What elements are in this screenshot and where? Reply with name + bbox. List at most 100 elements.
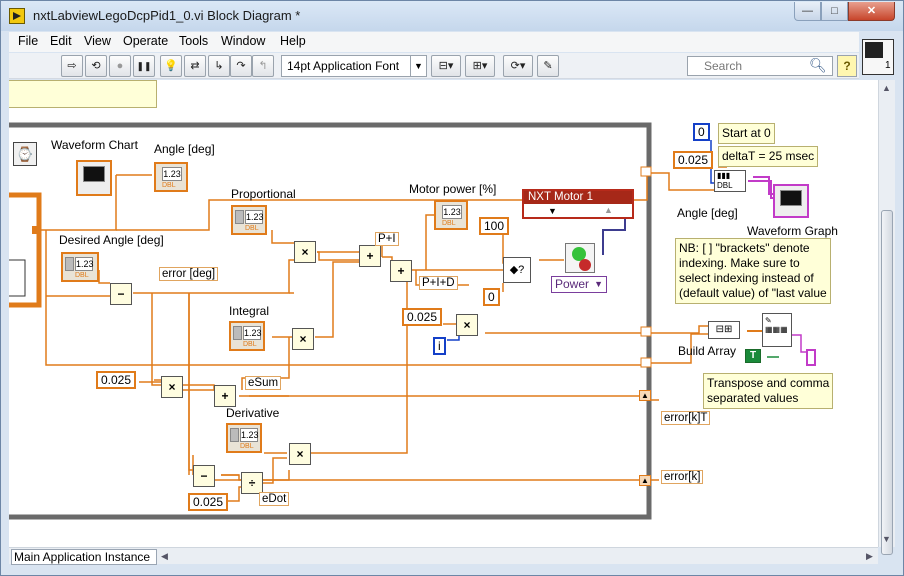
desired-angle-label: Desired Angle [deg] <box>59 233 164 247</box>
add-node-esum[interactable]: + <box>214 385 236 407</box>
step-over-button[interactable]: ↷ <box>230 55 252 77</box>
constant-dt-integral[interactable]: 0.025 <box>96 371 137 389</box>
waveform-chart-terminal[interactable] <box>76 160 112 196</box>
numeric-display: 1.23 <box>162 167 182 181</box>
menu-help[interactable]: Help <box>280 34 306 48</box>
vertical-scrollbar[interactable]: ▲ ▼ <box>878 80 895 555</box>
menu-file[interactable]: File <box>18 34 39 48</box>
font-selector-value: 14pt Application Font <box>287 59 400 73</box>
run-button[interactable]: ⇨ <box>61 55 83 77</box>
esum-wire-label: eSum <box>245 376 282 390</box>
motor-power-indicator-terminal[interactable]: 1.23 DBL <box>434 200 468 230</box>
constant-start[interactable]: 0 <box>693 123 710 141</box>
numeric-type: DBL <box>162 182 176 189</box>
nxt-motor-vi-icon[interactable] <box>565 243 595 273</box>
menu-operate[interactable]: Operate <box>123 34 169 48</box>
boolean-true-constant[interactable]: T <box>745 349 761 363</box>
application-instance-label: Main Application Instance <box>11 549 157 565</box>
angle-indicator-terminal[interactable]: 1.23 DBL <box>154 162 188 192</box>
numeric-type: DBL <box>243 341 257 348</box>
numeric-display: 1.23 <box>243 326 262 340</box>
vi-icon <box>865 42 883 58</box>
shift-register-right-1[interactable]: ▲ <box>639 390 651 401</box>
write-spreadsheet-file-icon[interactable]: ✎▦▦▦ <box>762 313 792 347</box>
add-node-pid[interactable]: + <box>390 260 412 282</box>
distribute-objects-button[interactable]: ⊞▾ <box>465 55 495 77</box>
step-into-button[interactable]: ↳ <box>208 55 230 77</box>
edot-wire-label: eDot <box>259 492 290 506</box>
angle-label-2: Angle [deg] <box>677 206 738 220</box>
reorder-button[interactable]: ⟳▾ <box>503 55 533 77</box>
search-icon[interactable]: 🔍︎ <box>809 57 827 73</box>
scroll-left-icon[interactable]: ◀ <box>161 551 168 561</box>
loop-iteration-terminal[interactable]: i <box>433 337 446 355</box>
numeric-type: DBL <box>442 220 456 227</box>
select-node[interactable]: ◆? <box>503 257 531 283</box>
multiply-node-time[interactable]: × <box>456 314 478 336</box>
retain-wire-values-button[interactable]: ⇄ <box>184 55 206 77</box>
multiply-node-p[interactable]: × <box>294 241 316 263</box>
waveform-graph-terminal[interactable] <box>773 184 809 218</box>
block-diagram-canvas[interactable]: ▲ ▲ ⌚ Waveform Chart Angle [deg] 1.23 DB… <box>9 80 878 547</box>
vi-icon-connector-pane[interactable]: 1 <box>862 39 894 75</box>
subtract-node[interactable]: − <box>110 283 132 305</box>
numeric-arrows <box>233 326 242 340</box>
wait-timer-icon[interactable]: ⌚ <box>13 142 37 166</box>
search-input[interactable]: Search <box>687 56 833 76</box>
integral-label: Integral <box>229 304 270 318</box>
subtract-node-d[interactable]: − <box>193 465 215 487</box>
desired-angle-control-terminal[interactable]: 1.23 DBL <box>61 252 99 282</box>
horizontal-scrollbar[interactable]: ◀ ▶ <box>9 547 878 564</box>
derivative-control-terminal[interactable]: 1.23 DBL <box>226 423 262 453</box>
numeric-arrows <box>65 257 74 271</box>
maximize-button[interactable]: □ <box>821 2 848 21</box>
left-structure <box>9 192 42 308</box>
abort-button[interactable]: ● <box>109 55 131 77</box>
multiply-node-dt[interactable]: × <box>161 376 183 398</box>
pid-wire-label: P+I+D <box>419 276 458 290</box>
vertical-scrollbar-thumb[interactable] <box>881 210 893 555</box>
run-continuously-button[interactable]: ⟲ <box>85 55 107 77</box>
constant-dt-derivative[interactable]: 0.025 <box>188 493 229 511</box>
numeric-arrows <box>230 428 239 442</box>
minimize-button[interactable]: — <box>794 2 821 21</box>
scroll-right-icon[interactable]: ▶ <box>866 551 873 561</box>
multiply-node-i[interactable]: × <box>292 328 314 350</box>
window-title: nxtLabviewLegoDcpPid1_0.vi Block Diagram… <box>33 8 301 23</box>
build-array-node[interactable]: ⊟⊞ <box>708 321 740 339</box>
deltat-comment: deltaT = 25 msec <box>718 146 819 167</box>
add-node-pi[interactable]: + <box>359 245 381 267</box>
multiply-node-d[interactable]: × <box>289 443 311 465</box>
graph-icon <box>780 190 802 206</box>
constant-dt-time[interactable]: 0.025 <box>402 308 443 326</box>
chevron-down-icon: ▼ <box>594 279 603 289</box>
power-mode-selector[interactable]: Power ▼ <box>551 276 607 293</box>
scroll-up-icon[interactable]: ▲ <box>882 83 891 93</box>
integral-control-terminal[interactable]: 1.23 DBL <box>229 321 265 351</box>
constant-100[interactable]: 100 <box>479 217 510 235</box>
build-waveform-node[interactable]: ▮▮▮DBL <box>714 170 746 192</box>
menu-window[interactable]: Window <box>221 34 266 48</box>
align-objects-button[interactable]: ⊟▾ <box>431 55 461 77</box>
comment-box-top <box>9 80 157 108</box>
menu-view[interactable]: View <box>84 34 111 48</box>
constant-0[interactable]: 0 <box>483 288 500 306</box>
divide-node[interactable]: ÷ <box>241 472 263 494</box>
context-help-button[interactable]: ? <box>837 55 857 77</box>
menu-edit[interactable]: Edit <box>50 34 72 48</box>
font-selector[interactable]: 14pt Application Font ▼ <box>281 55 427 77</box>
highlight-execution-button[interactable]: 💡 <box>160 55 182 77</box>
build-array-label: Build Array <box>678 344 737 358</box>
file-path-terminal[interactable] <box>806 349 816 366</box>
nxt-motor-selector[interactable]: NXT Motor 1 ▼ ▲ <box>522 189 634 219</box>
errork-t-wire-label: error[k]T <box>661 411 711 425</box>
clean-up-diagram-button[interactable]: ✎ <box>537 55 559 77</box>
close-button[interactable]: ✕ <box>848 2 895 21</box>
constant-deltat[interactable]: 0.025 <box>673 151 714 169</box>
menu-tools[interactable]: Tools <box>179 34 209 48</box>
scroll-down-icon[interactable]: ▼ <box>882 534 891 544</box>
step-out-button[interactable]: ↰ <box>252 55 274 77</box>
shift-register-right-2[interactable]: ▲ <box>639 475 651 486</box>
pause-button[interactable]: ❚❚ <box>133 55 155 77</box>
proportional-control-terminal[interactable]: 1.23 DBL <box>231 205 267 235</box>
